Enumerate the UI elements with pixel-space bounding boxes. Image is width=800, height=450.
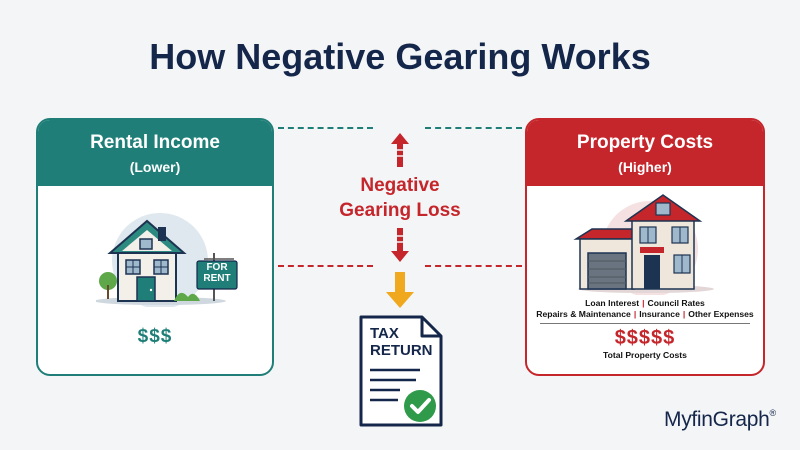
upper-dashed-line-right	[425, 127, 522, 129]
negative-gearing-loss-label: Negative Gearing Loss	[330, 173, 470, 223]
tax-return-label: TAX RETURN	[370, 325, 450, 359]
page-title: How Negative Gearing Works	[149, 36, 651, 77]
rental-income-card: Rental Income (Lower)	[36, 118, 274, 376]
property-costs-amount: $$$$$	[614, 327, 676, 349]
two-storey-house-icon	[573, 194, 714, 295]
rental-income-amount: $$$	[137, 326, 173, 347]
cost-item-loan-interest: Loan Interest	[585, 298, 640, 308]
lower-dashed-line-right	[425, 265, 522, 267]
rental-income-subtitle: (Lower)	[129, 159, 181, 175]
property-costs-title: Property Costs	[576, 132, 714, 153]
rental-income-title: Rental Income	[90, 132, 220, 153]
cost-items-row-1: Loan Interest|Council Rates	[585, 298, 705, 308]
up-arrow-icon	[391, 133, 409, 167]
down-arrow-icon	[391, 228, 409, 262]
for-rent-sign-icon: FOR RENT	[197, 262, 237, 284]
lower-dashed-line-left	[278, 265, 373, 267]
tax-label-line-2: RETURN	[370, 342, 433, 359]
rental-income-header: Rental Income (Lower)	[38, 120, 272, 186]
cost-item-council-rates: Council Rates	[647, 298, 705, 308]
total-property-costs-label: Total Property Costs	[603, 350, 687, 360]
loss-label-line-2: Gearing Loss	[339, 200, 461, 221]
property-cost-items: Loan Interest|Council Rates Repairs & Ma…	[527, 298, 763, 320]
brand-registered-mark: ®	[769, 408, 777, 418]
cost-divider	[540, 323, 750, 324]
property-costs-subtitle: (Higher)	[618, 159, 672, 175]
check-icon	[404, 390, 436, 422]
cost-item-insurance: Insurance	[639, 309, 680, 319]
for-rent-sign-line-1: FOR	[206, 262, 228, 273]
cost-items-row-2: Repairs & Maintenance|Insurance|Other Ex…	[536, 309, 754, 319]
brand-name: MyfinGraph	[664, 408, 770, 431]
property-costs-header: Property Costs (Higher)	[527, 120, 763, 186]
cost-item-repairs: Repairs & Maintenance	[536, 309, 631, 319]
loss-label-line-1: Negative	[360, 175, 440, 196]
brand-logo: MyfinGraph®	[664, 408, 776, 432]
upper-dashed-line-left	[278, 127, 373, 129]
house-icon	[96, 213, 238, 307]
cost-item-other: Other Expenses	[688, 309, 754, 319]
tax-label-line-1: TAX	[370, 325, 399, 342]
gold-down-arrow-icon	[386, 272, 414, 308]
for-rent-sign-line-2: RENT	[203, 273, 231, 284]
